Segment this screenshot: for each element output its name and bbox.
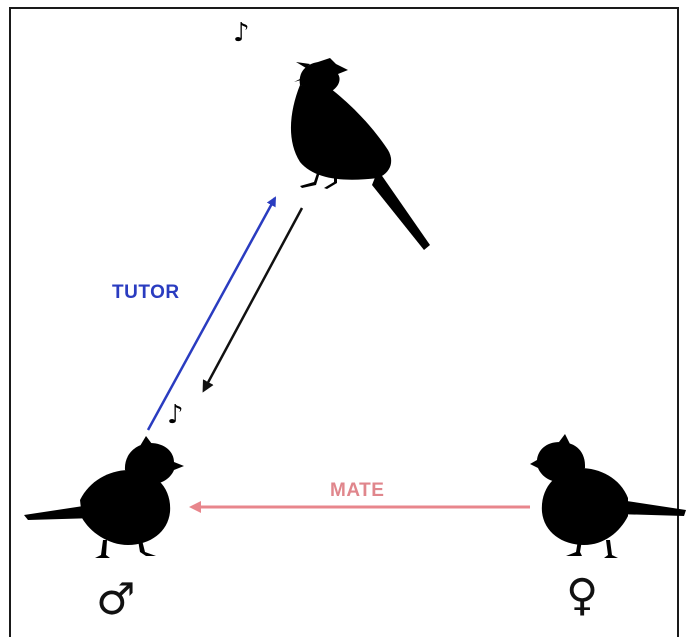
- female-bird-icon: [530, 434, 686, 558]
- song-arrow: [202, 207, 304, 393]
- tutor-label: TUTOR: [112, 282, 180, 303]
- figure-frame: [9, 7, 679, 637]
- music-note-icon: ♪: [233, 18, 250, 48]
- tutor-arrow: [146, 196, 277, 431]
- male-bird-icon: [24, 436, 184, 558]
- female-symbol: ♀: [566, 570, 599, 621]
- singing-tutor-bird-icon: [290, 58, 430, 250]
- music-note-icon: ♪: [167, 400, 184, 430]
- male-symbol: ♂: [96, 574, 136, 625]
- mate-label: MATE: [330, 480, 385, 501]
